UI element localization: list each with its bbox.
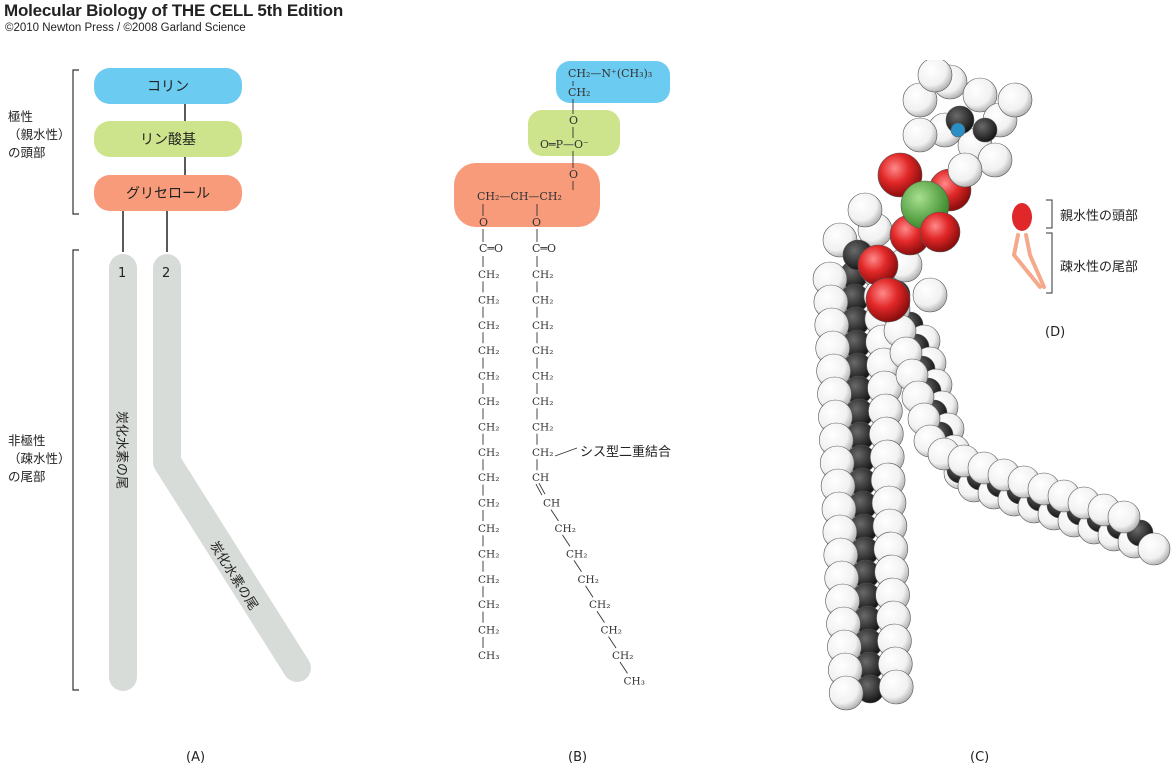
tail-1-atom: CH₂ bbox=[478, 599, 499, 611]
tail-2-atom: CH₂ bbox=[532, 320, 553, 332]
bond-line bbox=[608, 636, 617, 649]
tail-1-atom: CH₂ bbox=[478, 320, 499, 332]
polar-head-label: 極性 （親水性） の頭部 bbox=[8, 109, 71, 160]
tail-2-atom: CH₂ bbox=[578, 574, 599, 586]
tail-1-atom: CH₂ bbox=[478, 421, 499, 433]
tail-2-atom: CH₂ bbox=[601, 625, 622, 637]
ester-o-2: O bbox=[532, 216, 541, 229]
space-filling-model bbox=[812, 60, 1171, 711]
schematic-lipid bbox=[1011, 199, 1053, 294]
bond-line bbox=[550, 509, 559, 522]
tail-2-atom: CH₂ bbox=[532, 447, 553, 459]
hydrogen-atom bbox=[997, 82, 1033, 118]
tail-1-atom: CH₂ bbox=[478, 269, 499, 281]
panel-a-lines bbox=[72, 69, 311, 691]
hydrophobic-tail-label: 疎水性の尾部 bbox=[1060, 260, 1139, 275]
hydrophilic-head-label: 親水性の頭部 bbox=[1060, 209, 1139, 224]
caption-a: (A) bbox=[186, 750, 206, 765]
tail-2-atom: CH₃ bbox=[624, 675, 645, 687]
choline-label: コリン bbox=[147, 79, 189, 95]
glycerol-label: グリセロール bbox=[126, 186, 210, 202]
phosphate-o-bottom: O bbox=[569, 168, 578, 181]
nitrogen-atom bbox=[950, 122, 966, 138]
hydrogen-atom bbox=[902, 117, 938, 153]
caption-d: (D) bbox=[1045, 325, 1066, 340]
caption-c: (C) bbox=[970, 750, 990, 765]
book-title: Molecular Biology of THE CELL 5th Editio… bbox=[4, 1, 344, 20]
bond-line bbox=[573, 560, 582, 573]
bond-line bbox=[596, 610, 605, 623]
bond-line bbox=[562, 534, 571, 547]
oxygen-atom bbox=[919, 211, 961, 253]
bond-line bbox=[535, 483, 543, 496]
tail-2-atom: CH bbox=[543, 498, 560, 510]
phosphate-o-top: O bbox=[569, 114, 578, 127]
tail-2 bbox=[153, 254, 311, 682]
structural-formula: CH₂—N⁺(CH₃)₃ CH₂ O O═P—O⁻ O CH₂—CH—CH₂ O… bbox=[477, 67, 652, 687]
glycerol-formula: CH₂—CH—CH₂ bbox=[477, 190, 562, 203]
hydrogen-atom bbox=[1107, 500, 1141, 534]
caption-b: (B) bbox=[568, 750, 588, 765]
tail-2-atom: CH₂ bbox=[532, 345, 553, 357]
phosphate-label: リン酸基 bbox=[140, 132, 196, 148]
hydrogen-atom bbox=[828, 675, 864, 711]
tail-2-atom: CH₂ bbox=[555, 523, 576, 535]
tail-2-atom: CH₂ bbox=[532, 396, 553, 408]
cis-double-bond-label: シス型二重結合 bbox=[580, 445, 672, 460]
tail-1-atom: CH₂ bbox=[478, 548, 499, 560]
carbon-atom bbox=[972, 117, 998, 143]
tail-1-atom: CH₂ bbox=[478, 574, 499, 586]
tail-1-atom: CH₂ bbox=[478, 396, 499, 408]
tail-1-atom: CH₂ bbox=[478, 523, 499, 535]
copyright-line: ©2010 Newton Press / ©2008 Garland Scien… bbox=[5, 22, 246, 34]
hydrogen-atom bbox=[912, 277, 948, 313]
phosphate-group: リン酸基 bbox=[94, 121, 242, 157]
hydrogen-atom bbox=[1137, 532, 1171, 566]
tail-1-atom: CH₂ bbox=[478, 472, 499, 484]
phosphate-center: O═P—O⁻ bbox=[540, 138, 589, 151]
tail-2-atom: CH₂ bbox=[566, 548, 587, 560]
hydrogen-atom bbox=[962, 77, 998, 113]
tail-2-number: 2 bbox=[162, 266, 171, 281]
tail-1-atom: CH₂ bbox=[478, 447, 499, 459]
phosphate-highlight bbox=[528, 110, 620, 156]
tail-1-atom: CH₂ bbox=[478, 498, 499, 510]
oxygen-atom bbox=[865, 277, 911, 323]
choline-highlight bbox=[556, 61, 670, 103]
tail-1-atom: CH₂ bbox=[478, 294, 499, 306]
tail-2-atom: CH₂ bbox=[532, 294, 553, 306]
tail-2-atom: CH bbox=[532, 472, 549, 484]
glycerol-highlight bbox=[454, 163, 600, 227]
hydrogen-atom bbox=[917, 60, 953, 93]
bond-line bbox=[585, 585, 594, 598]
ester-o-1: O bbox=[479, 216, 488, 229]
hydrogen-atom bbox=[977, 142, 1013, 178]
carbonyl-1: C═O bbox=[479, 242, 503, 255]
tail-1-atom: CH₂ bbox=[478, 625, 499, 637]
bond-line bbox=[538, 482, 546, 495]
choline-ch2: CH₂ bbox=[568, 86, 590, 99]
choline-formula: CH₂—N⁺(CH₃)₃ bbox=[568, 67, 652, 80]
glycerol-group: グリセロール bbox=[94, 175, 242, 211]
choline-group: コリン bbox=[94, 68, 242, 104]
tail-1-number: 1 bbox=[118, 266, 127, 281]
tail-1-atom: CH₂ bbox=[478, 371, 499, 383]
nonpolar-tail-label: 非極性 （疎水性） の尾部 bbox=[8, 433, 71, 484]
hydrogen-atom bbox=[878, 669, 914, 705]
bond-line bbox=[619, 661, 628, 674]
tail-2-atom: CH₂ bbox=[589, 599, 610, 611]
hydrogen-atom bbox=[947, 152, 983, 188]
tail-1-atom: CH₂ bbox=[478, 345, 499, 357]
carbonyl-2: C═O bbox=[532, 242, 556, 255]
tail-2-atom: CH₂ bbox=[532, 421, 553, 433]
hydrogen-atom bbox=[847, 192, 883, 228]
tail-2-atom: CH₂ bbox=[532, 269, 553, 281]
tail-1-atom: CH₃ bbox=[478, 650, 499, 662]
tail-2-atom: CH₂ bbox=[532, 371, 553, 383]
tail-2-atom: CH₂ bbox=[612, 650, 633, 662]
